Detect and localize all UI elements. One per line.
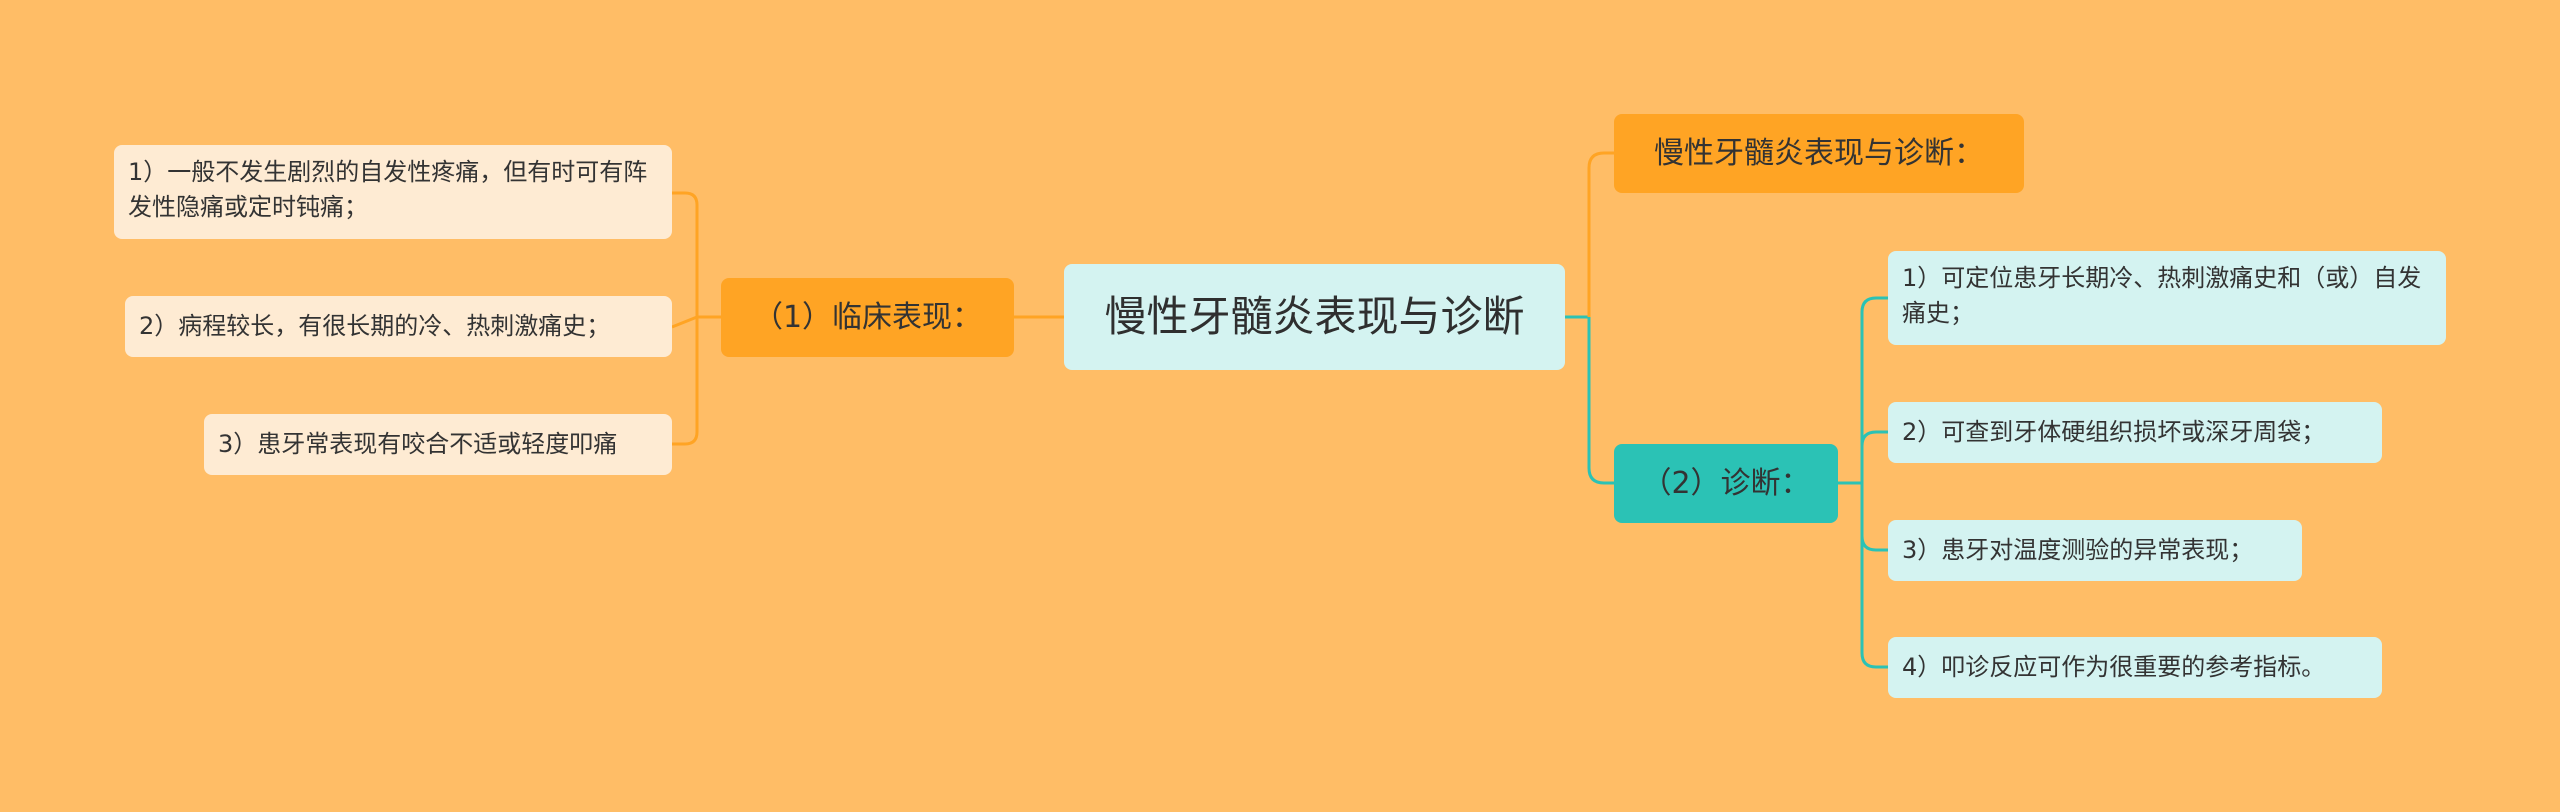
right-top-node[interactable]: 慢性牙髓炎表现与诊断： bbox=[1614, 114, 2024, 193]
connector-left-leaf-3 bbox=[672, 317, 699, 446]
diagnosis-branch-label: （2）诊断： bbox=[1641, 465, 1811, 501]
connector-right-leaf-4 bbox=[1860, 483, 1888, 669]
diagnosis-item-2-text: 2）可查到牙体硬组织损坏或深牙周袋； bbox=[1902, 418, 2326, 447]
connector-right-branch bbox=[1587, 317, 1614, 485]
connector-right-leaf-2 bbox=[1860, 430, 1888, 483]
clinical-item-1-text: 1）一般不发生剧烈的自发性疼痛，但有时可有阵发性隐痛或定时钝痛； bbox=[128, 158, 648, 221]
connector-right-leaf-3 bbox=[1860, 483, 1888, 552]
clinical-item-2-text: 2）病程较长，有很长期的冷、热刺激痛史； bbox=[139, 312, 611, 341]
clinical-branch-label: （1）临床表现： bbox=[752, 299, 983, 335]
connector-left-leaf-1 bbox=[672, 191, 721, 319]
clinical-item-2[interactable]: 2）病程较长，有很长期的冷、热刺激痛史； bbox=[125, 296, 672, 357]
diagnosis-item-4[interactable]: 4）叩诊反应可作为很重要的参考指标。 bbox=[1888, 637, 2382, 698]
clinical-item-3[interactable]: 3）患牙常表现有咬合不适或轻度叩痛 bbox=[204, 414, 672, 475]
root-label: 慢性牙髓炎表现与诊断 bbox=[1104, 291, 1525, 341]
clinical-item-3-text: 3）患牙常表现有咬合不适或轻度叩痛 bbox=[218, 430, 618, 459]
right-top-label: 慢性牙髓炎表现与诊断： bbox=[1654, 135, 1984, 171]
diagnosis-item-4-text: 4）叩诊反应可作为很重要的参考指标。 bbox=[1902, 653, 2326, 682]
diagnosis-item-1-text: 1）可定位患牙长期冷、热刺激痛史和（或）自发痛史； bbox=[1902, 264, 2422, 327]
diagnosis-branch-node[interactable]: （2）诊断： bbox=[1614, 444, 1838, 523]
diagnosis-item-3[interactable]: 3）患牙对温度测验的异常表现； bbox=[1888, 520, 2302, 581]
root-node[interactable]: 慢性牙髓炎表现与诊断 bbox=[1064, 264, 1565, 370]
diagnosis-item-2[interactable]: 2）可查到牙体硬组织损坏或深牙周袋； bbox=[1888, 402, 2382, 463]
clinical-item-1[interactable]: 1）一般不发生剧烈的自发性疼痛，但有时可有阵发性隐痛或定时钝痛； bbox=[114, 145, 672, 239]
connector-right-leaf-1 bbox=[1860, 296, 1888, 483]
connector-right-top bbox=[1587, 151, 1614, 317]
connector-left-leaf-2 bbox=[671, 315, 698, 329]
diagnosis-item-3-text: 3）患牙对温度测验的异常表现； bbox=[1902, 536, 2254, 565]
diagnosis-item-1[interactable]: 1）可定位患牙长期冷、热刺激痛史和（或）自发痛史； bbox=[1888, 251, 2446, 345]
clinical-branch-node[interactable]: （1）临床表现： bbox=[721, 278, 1014, 357]
